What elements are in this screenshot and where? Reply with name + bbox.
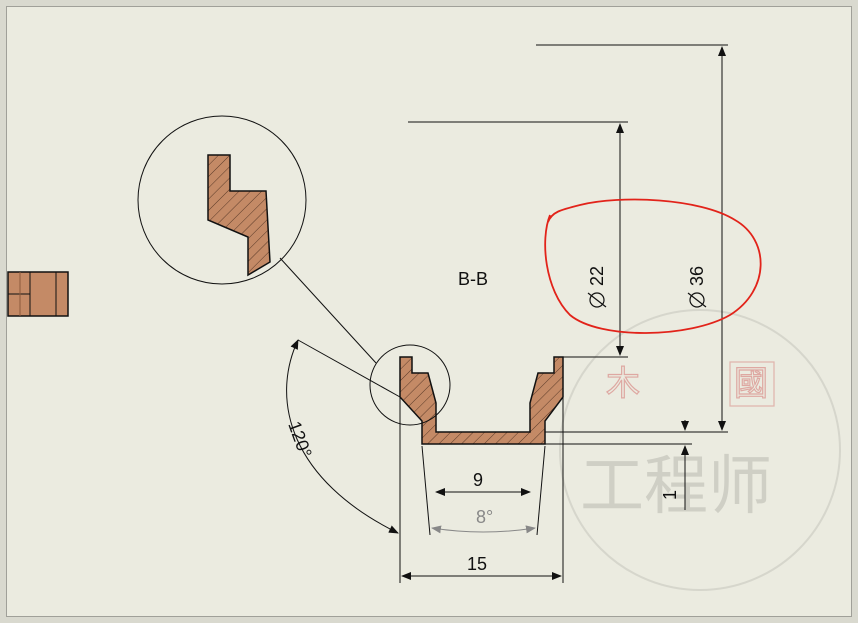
red-annotation-circle <box>544 198 762 334</box>
dim-width-9-text: 9 <box>473 470 483 490</box>
dim-dia-22: 22 <box>408 121 628 358</box>
watermark-seal-2: 國 <box>734 364 768 404</box>
dim-width-9: 9 <box>435 470 531 496</box>
watermark-seal-1: 木 <box>606 364 640 404</box>
detail-view-circle <box>137 115 307 285</box>
dim-angle-8-text: 8° <box>476 507 493 527</box>
detail-view-profile <box>207 154 271 277</box>
cross-section-profile <box>399 356 564 445</box>
dim-angle-120-text: 120° <box>284 419 316 461</box>
dim-dia-36: 36 <box>536 44 728 433</box>
dim-angle-120: 120° <box>284 339 401 534</box>
dim-dia-22-text: 22 <box>587 266 607 286</box>
watermark: 木 國 工程师 <box>559 309 841 591</box>
dim-angle-8: 8° <box>431 507 536 534</box>
dim-height-1: 1 <box>545 420 692 510</box>
watermark-circle <box>559 309 841 591</box>
watermark-seal-frame <box>729 361 775 407</box>
side-view-fragment <box>7 271 69 317</box>
dim-width-15-text: 15 <box>467 554 487 574</box>
dim-height-1-text: 1 <box>660 490 680 500</box>
watermark-text: 工程师 <box>580 450 772 524</box>
dim-dia-36-text: 36 <box>687 266 707 286</box>
dim-width-15: 15 <box>401 554 562 580</box>
section-label: B-B <box>458 269 488 289</box>
extension-lines-bottom <box>399 397 564 583</box>
